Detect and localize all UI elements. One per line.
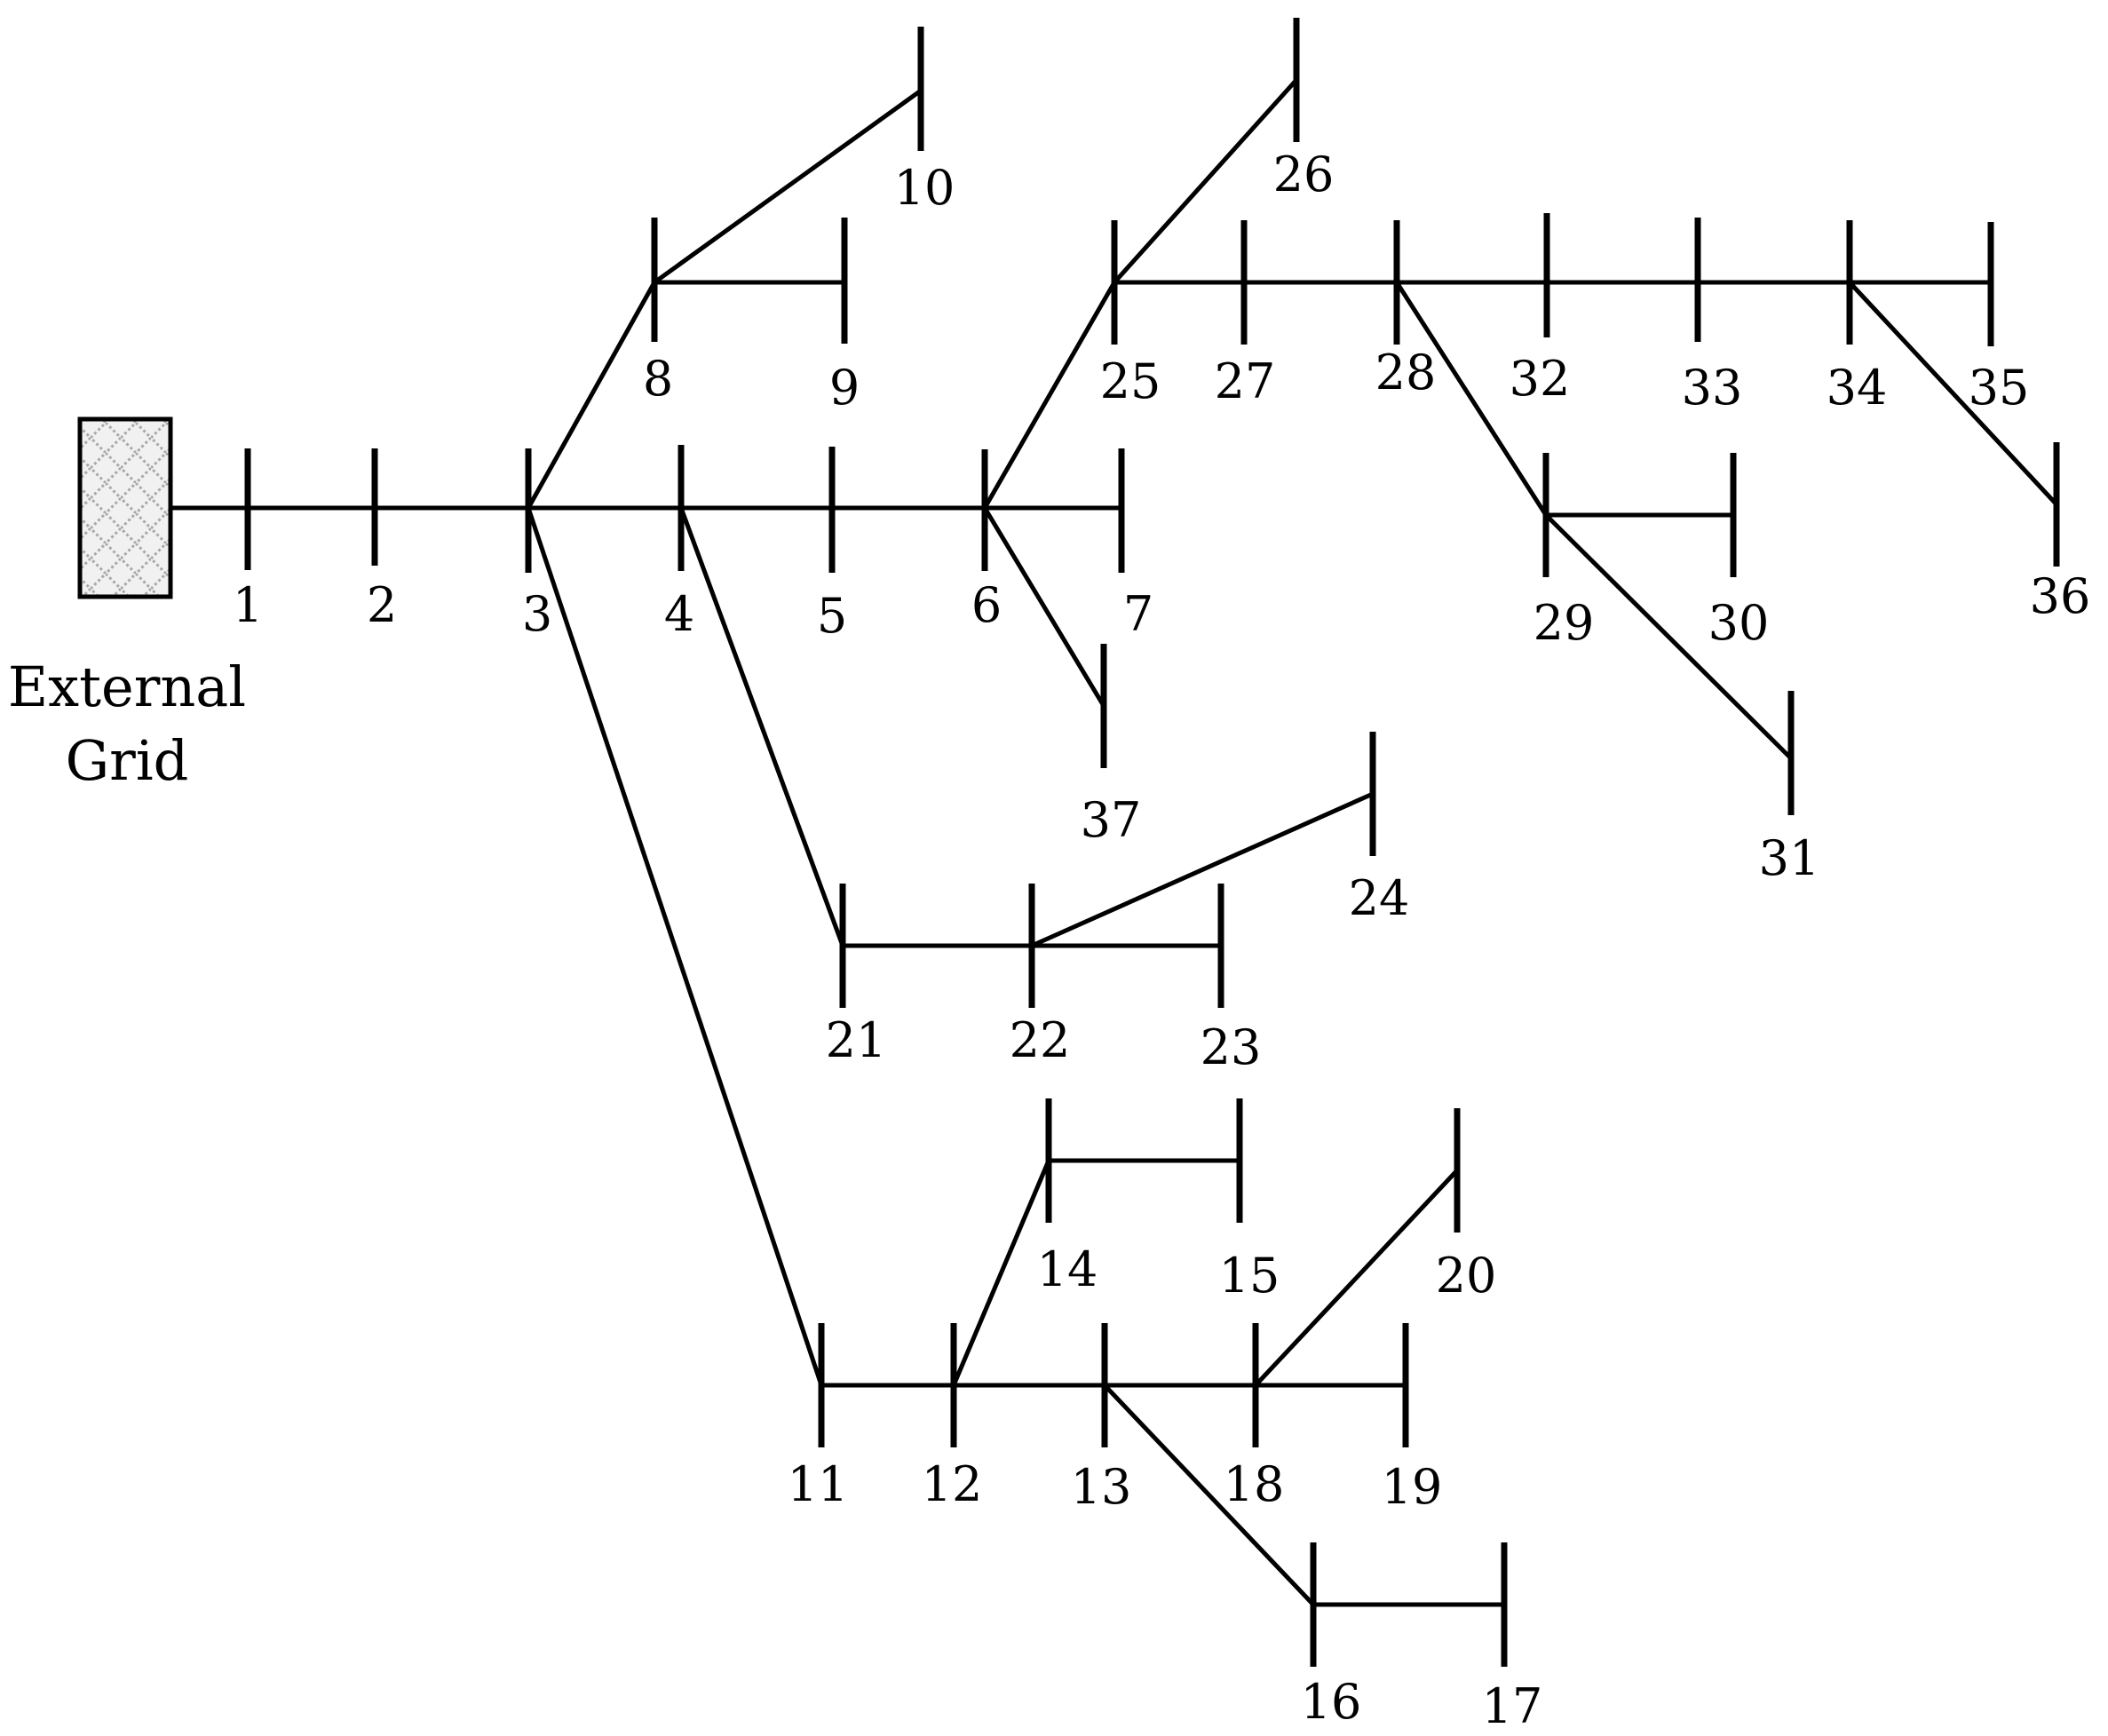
line-18-20: [1254, 1169, 1459, 1387]
bus-label-30: 30: [1708, 595, 1770, 651]
bus-label-19: 19: [1382, 1459, 1443, 1515]
line-25-26: [1113, 78, 1298, 284]
line-29-31: [1544, 513, 1793, 760]
bus-label-2: 2: [367, 577, 397, 633]
line-8-10: [653, 88, 923, 285]
bus-label-4: 4: [664, 586, 694, 642]
buses-layer: [244, 18, 2060, 1667]
external-grid: External Grid: [8, 416, 246, 793]
bus-label-9: 9: [829, 360, 860, 416]
external-grid-label-line1: External: [8, 654, 246, 719]
line-3-8: [526, 281, 657, 510]
bus-label-31: 31: [1759, 830, 1820, 886]
bus-label-20: 20: [1436, 1248, 1497, 1304]
bus-label-36: 36: [2030, 568, 2091, 624]
bus-label-1: 1: [233, 577, 263, 633]
line-6-37: [982, 506, 1106, 708]
bus-label-7: 7: [1123, 586, 1153, 642]
bus-label-24: 24: [1349, 870, 1410, 926]
bus-label-6: 6: [971, 577, 1002, 633]
line-3-11: [526, 507, 824, 1386]
external-grid-label-line2: Grid: [66, 728, 189, 793]
bus-label-5: 5: [817, 588, 847, 644]
bus-label-29: 29: [1533, 595, 1595, 651]
bus-label-23: 23: [1201, 1019, 1262, 1075]
bus-label-35: 35: [1969, 360, 2030, 416]
line-22-24: [1030, 791, 1375, 948]
bus-label-37: 37: [1081, 792, 1142, 848]
external-grid-box: [77, 416, 173, 599]
bus-label-17: 17: [1482, 1678, 1543, 1734]
line-28-29: [1394, 281, 1549, 517]
bus-label-27: 27: [1215, 353, 1276, 409]
bus-label-3: 3: [522, 586, 552, 642]
bus-label-32: 32: [1510, 351, 1571, 407]
bus-label-14: 14: [1037, 1241, 1098, 1297]
bus-label-13: 13: [1071, 1459, 1132, 1515]
line-34-36: [1848, 281, 2058, 506]
bus-label-25: 25: [1100, 353, 1161, 409]
line-4-21: [678, 507, 845, 947]
bus-label-11: 11: [788, 1456, 849, 1512]
bus-label-15: 15: [1219, 1248, 1280, 1304]
line-13-16: [1103, 1383, 1315, 1606]
line-12-14: [951, 1160, 1051, 1386]
bus-label-28: 28: [1375, 345, 1437, 400]
lines-layer: [170, 78, 2058, 1607]
bus-label-16: 16: [1301, 1674, 1362, 1730]
line-6-25: [982, 281, 1117, 510]
bus-label-21: 21: [826, 1012, 887, 1068]
bus-label-34: 34: [1827, 360, 1888, 416]
bus-label-22: 22: [1010, 1012, 1071, 1068]
bus-label-12: 12: [922, 1456, 983, 1512]
bus-label-18: 18: [1224, 1456, 1285, 1512]
bus-label-10: 10: [894, 160, 955, 216]
bus-label-33: 33: [1682, 360, 1743, 416]
bus-label-26: 26: [1273, 147, 1335, 202]
bus-label-8: 8: [643, 351, 673, 407]
